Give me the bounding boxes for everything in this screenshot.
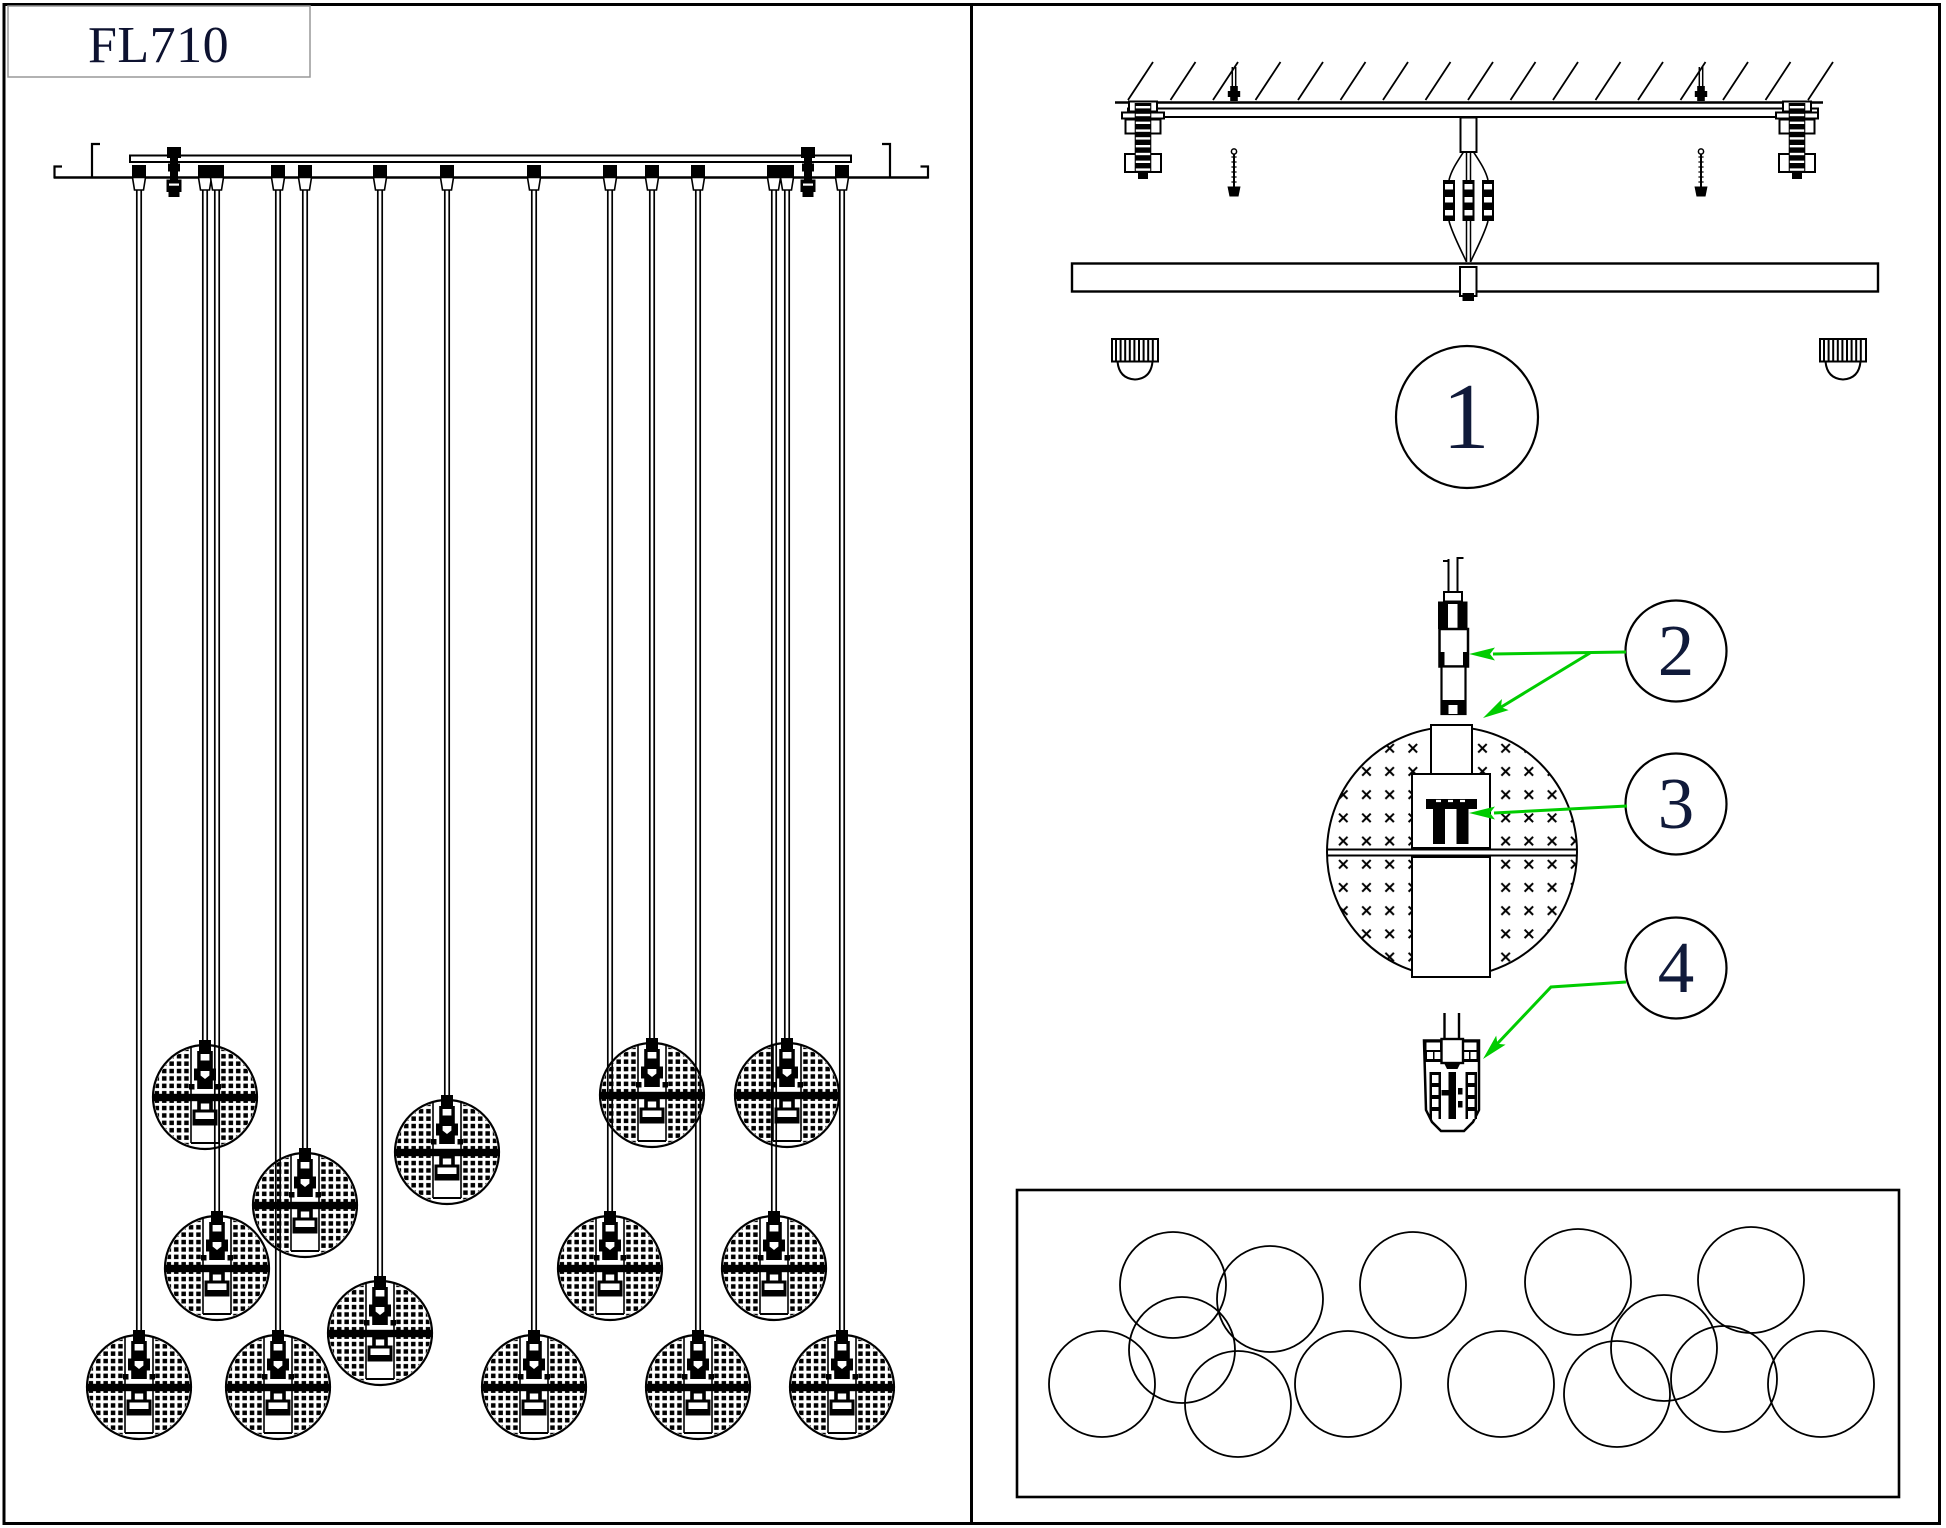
svg-text:3: 3 — [1658, 763, 1695, 844]
svg-text:4: 4 — [1658, 927, 1695, 1008]
svg-text:2: 2 — [1658, 610, 1695, 691]
svg-text:1: 1 — [1443, 365, 1490, 469]
svg-text:FL710: FL710 — [88, 17, 229, 74]
